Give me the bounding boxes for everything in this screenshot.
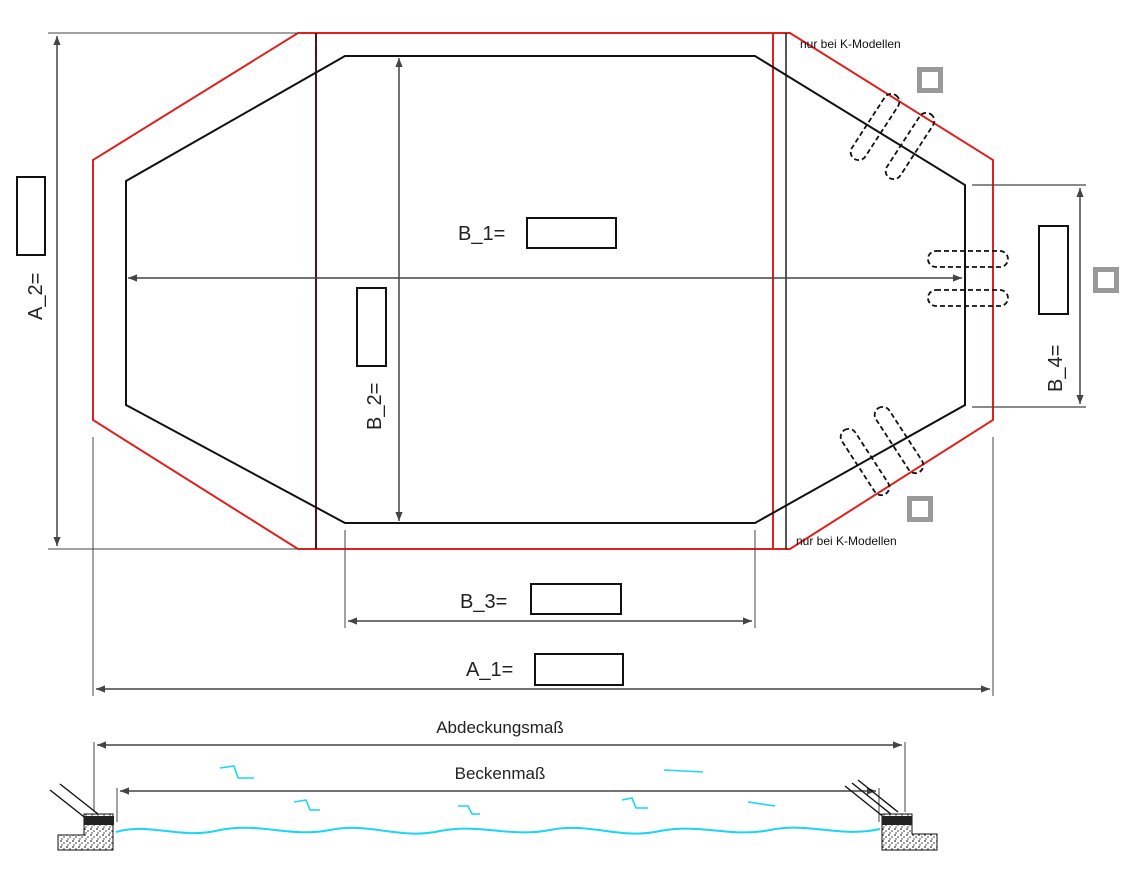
label-b2: B_2= [364, 383, 386, 430]
label-b1: B_1= [458, 223, 505, 245]
label-a1: A_1= [466, 659, 513, 681]
cover-outline [92, 32, 994, 550]
label-pool-dimension: Beckenmaß [455, 764, 546, 783]
option-checkbox-top-right[interactable] [917, 67, 943, 93]
cross-section: Abdeckungsmaß Beckenmaß [49, 718, 938, 851]
strap-bottom-right [839, 405, 925, 497]
pool-outline [125, 55, 966, 524]
dimension-b3 [344, 530, 756, 628]
input-a1[interactable] [534, 653, 624, 686]
pool-edge-right [844, 779, 938, 851]
pool-edge-left [49, 783, 114, 851]
input-a2[interactable] [16, 176, 46, 256]
input-b2[interactable] [356, 287, 387, 367]
dimension-a1 [92, 437, 994, 696]
option-checkbox-right[interactable] [1093, 267, 1119, 293]
water-ripples [219, 765, 776, 815]
label-b4: B_4= [1045, 345, 1067, 392]
input-b1[interactable] [526, 217, 617, 249]
input-b3[interactable] [530, 583, 622, 615]
input-b4[interactable] [1038, 225, 1069, 315]
dimension-b4 [972, 184, 1086, 408]
option-checkbox-bottom-right[interactable] [907, 496, 933, 522]
label-b3: B_3= [460, 591, 507, 613]
strap-right [927, 250, 1009, 307]
note-k-model-bottom: nur bei K-Modellen [796, 534, 897, 548]
strap-top-right [849, 92, 936, 181]
dimension-a2 [48, 32, 298, 550]
water-surface [115, 826, 881, 835]
label-a2: A_2= [25, 273, 47, 320]
label-cover-dimension: Abdeckungsmaß [436, 718, 564, 737]
note-k-model-top: nur bei K-Modellen [800, 37, 901, 51]
